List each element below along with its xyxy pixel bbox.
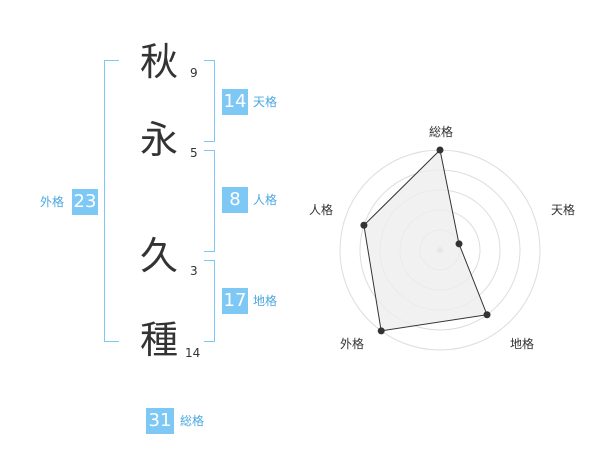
name-char-4: 種 — [140, 318, 179, 362]
radar-label-gaikaku: 外格 — [340, 337, 365, 351]
radar-point-4 — [360, 221, 368, 229]
soukaku-label: 総格 — [180, 414, 205, 428]
soukaku-value: 31 — [146, 408, 174, 434]
radar-label-jinkaku: 人格 — [309, 203, 334, 217]
jinkaku-label: 人格 — [253, 193, 278, 207]
radar-label-tenkaku: 天格 — [551, 203, 576, 217]
chikaku-value: 17 — [222, 288, 248, 314]
stroke-count-1: 9 — [190, 66, 198, 80]
radar-point-1 — [455, 240, 463, 248]
radar-point-3 — [377, 327, 385, 335]
radar-ring-4 — [359, 169, 521, 331]
radar-ring-2 — [399, 209, 481, 291]
tenkaku-bracket — [204, 60, 215, 142]
gaikaku-bracket — [104, 60, 119, 342]
name-char-1: 秋 — [140, 40, 179, 84]
radar-points — [360, 146, 491, 335]
gaikaku-value: 23 — [72, 189, 98, 215]
radar-center — [437, 247, 443, 253]
radar-point-0 — [436, 146, 444, 154]
gaikaku-label: 外格 — [40, 195, 65, 209]
name-char-3: 久 — [140, 234, 179, 278]
radar-grid — [339, 149, 541, 351]
radar-area — [363, 148, 488, 332]
tenkaku-label: 天格 — [253, 95, 278, 109]
radar-label-chikaku: 地格 — [510, 337, 535, 351]
name-char-2: 永 — [140, 118, 179, 162]
radar-ring-5 — [339, 149, 541, 351]
stroke-count-2: 5 — [190, 146, 198, 160]
chikaku-bracket — [204, 260, 215, 342]
radar-ring-3 — [379, 189, 501, 311]
radar-label-soukaku: 総格 — [429, 125, 454, 139]
stroke-count-4: 14 — [185, 346, 201, 360]
jinkaku-bracket — [204, 150, 215, 252]
radar-ring-1 — [419, 229, 461, 271]
jinkaku-value: 8 — [222, 187, 248, 213]
chikaku-label: 地格 — [253, 294, 278, 308]
tenkaku-value: 14 — [222, 89, 248, 115]
stroke-count-3: 3 — [190, 264, 198, 278]
radar-point-2 — [483, 311, 491, 319]
